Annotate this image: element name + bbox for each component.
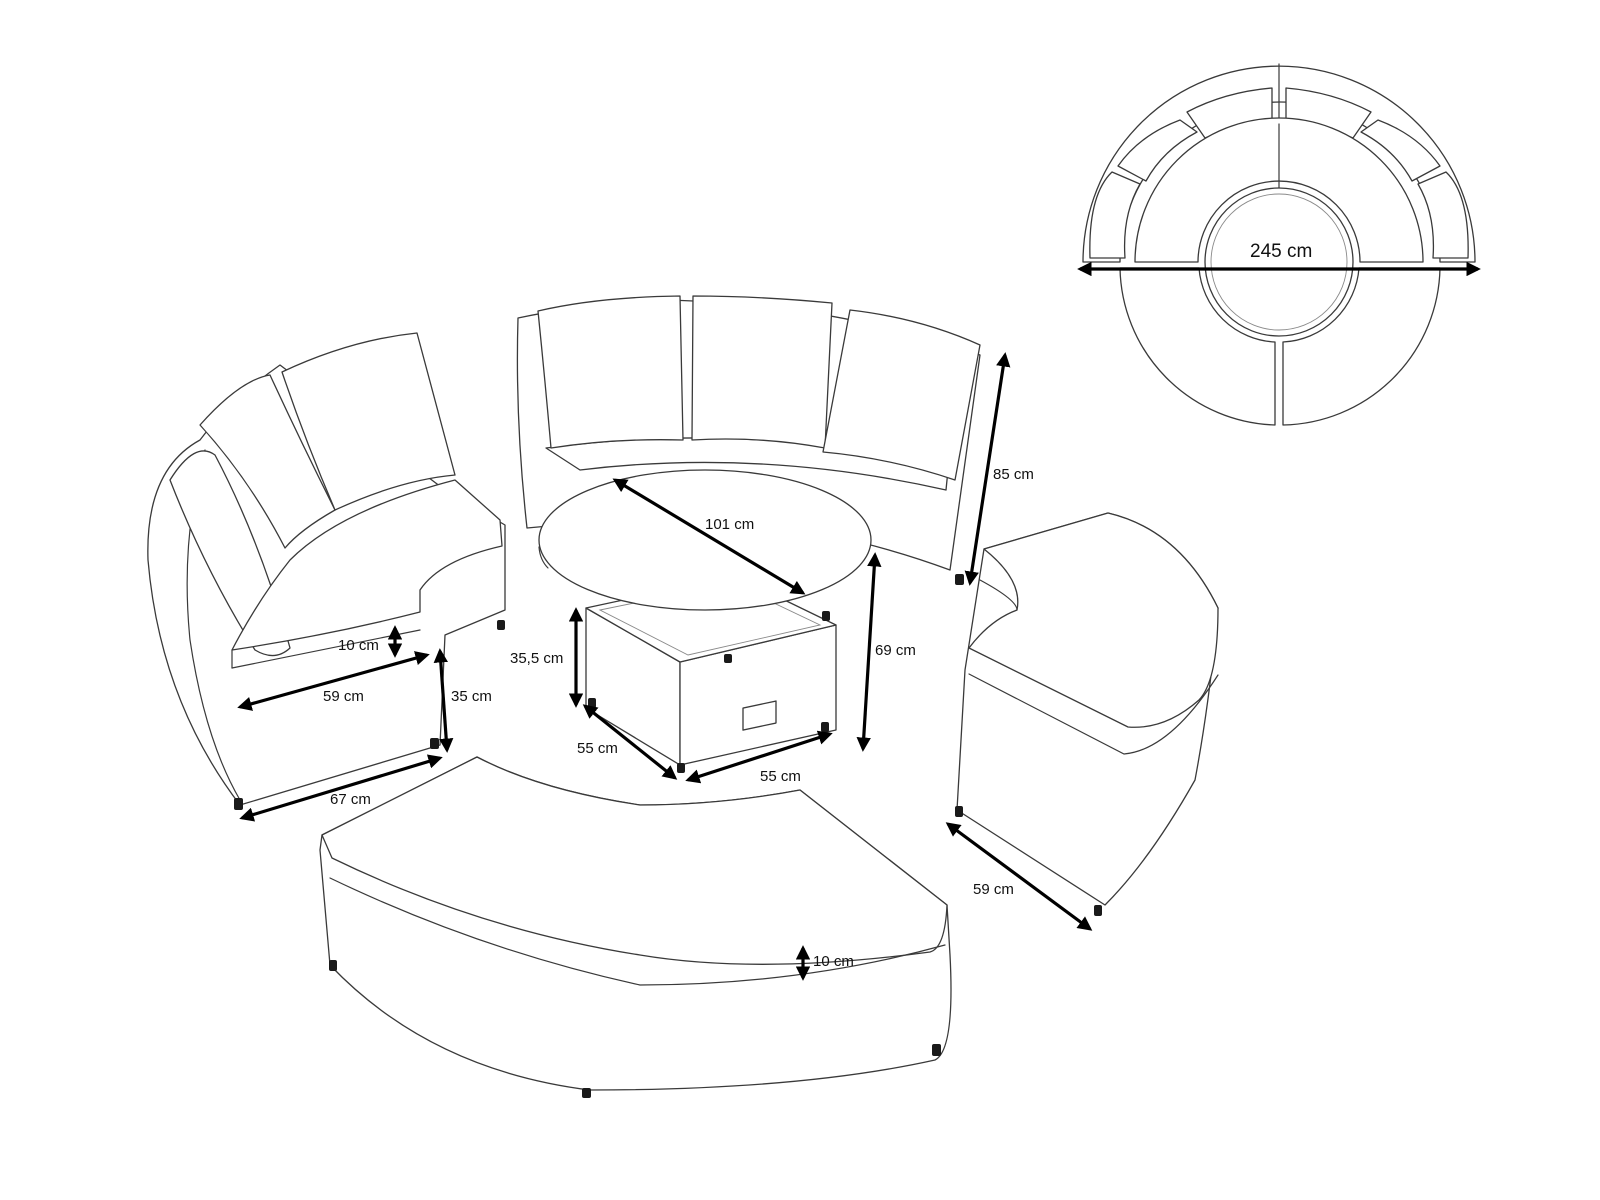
sofa-cushion-thickness-label: 10 cm — [338, 637, 379, 654]
right-stool: 59 cm — [945, 512, 1219, 931]
sofa-base-depth-label: 67 cm — [330, 791, 371, 808]
sofa-seat-height-arrow — [433, 648, 454, 753]
bench-cushion-thickness-label: 10 cm — [813, 953, 854, 970]
sofa-seat-height-label: 35 cm — [451, 688, 492, 705]
sofa-seat-depth-arrow — [237, 651, 430, 711]
stool-depth-arrow — [945, 822, 1093, 931]
back-cushion-2 — [691, 295, 833, 449]
back-cushion-1 — [537, 295, 684, 449]
table-total-height-label: 69 cm — [875, 642, 916, 659]
corner-sofa: 10 cm 59 cm 35 cm 67 cm — [147, 332, 506, 822]
curved-bench: 10 cm — [319, 756, 952, 1098]
plan-diameter-label: 245 cm — [1250, 241, 1312, 262]
back-cushion-right — [281, 332, 456, 511]
table-base-depth-arrow — [582, 704, 678, 780]
back-cushion-3 — [822, 309, 981, 481]
table-base-width-arrow — [685, 730, 833, 784]
lift-table: 101 cm 35,5 cm 55 cm 55 cm 69 cm — [510, 469, 916, 785]
table-diameter-label: 101 cm — [705, 516, 754, 533]
sofa-seat-depth-label: 59 cm — [323, 688, 364, 705]
table-total-height-arrow — [856, 552, 882, 752]
sofa-base-depth-arrow — [239, 754, 443, 822]
table-base-depth-label: 55 cm — [577, 740, 618, 757]
stool-depth-label: 59 cm — [973, 881, 1014, 898]
sofa-back-height-label: 85 cm — [993, 466, 1034, 483]
table-diameter-arrow — [612, 478, 806, 595]
sofa-back-height-arrow — [964, 352, 1011, 586]
plan-view: 245 cm — [1077, 63, 1481, 426]
table-base-height-label: 35,5 cm — [510, 650, 563, 667]
table-base-width-label: 55 cm — [760, 768, 801, 785]
